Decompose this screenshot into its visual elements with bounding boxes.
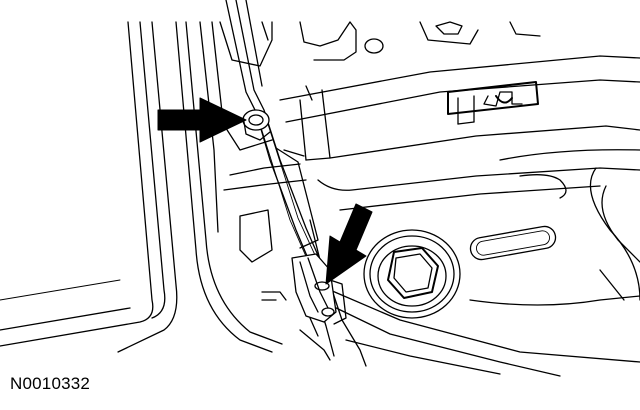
- vent-clip: [447, 81, 539, 125]
- housing: [221, 55, 640, 377]
- figure-id-label: N0010332: [10, 374, 91, 393]
- left-rail-panel: [0, 21, 283, 353]
- cable-retainer-clip: [261, 253, 347, 325]
- mounting-bolt: [363, 229, 461, 319]
- cable-ball-end: [242, 109, 271, 141]
- upper-arrow: [157, 97, 247, 143]
- oblong-slot: [469, 225, 557, 261]
- lower-arrow: [325, 203, 373, 285]
- upper-bracket: [219, 21, 541, 67]
- shift-cable: [225, 0, 367, 367]
